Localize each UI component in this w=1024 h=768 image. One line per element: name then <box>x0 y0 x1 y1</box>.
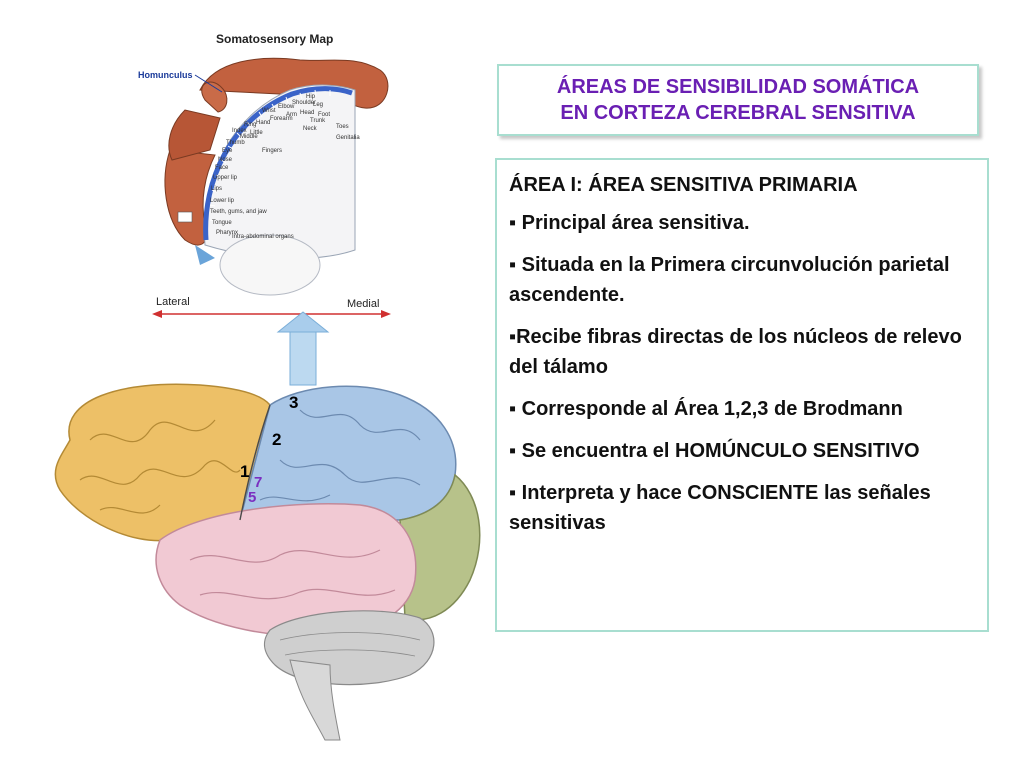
brodmann-number-3: 3 <box>289 393 299 412</box>
body-part-label: Head <box>300 110 315 116</box>
body-part-label: Leg <box>313 102 324 108</box>
body-part-label: Intra-abdominal organs <box>232 234 294 240</box>
body-part-label: Tongue <box>212 220 232 226</box>
brodmann-number-2: 2 <box>272 430 282 449</box>
body-part-label: Genitalia <box>336 135 360 141</box>
up-arrow <box>276 311 330 386</box>
brodmann-number-7: 7 <box>254 474 263 491</box>
body-part-label: Elbow <box>278 104 295 110</box>
body-part-label: Middle <box>240 134 258 140</box>
bullet-item: ▪Recibe fibras directas de los núcleos d… <box>509 326 962 378</box>
brodmann-number-5: 5 <box>248 489 257 506</box>
bullet-item: ▪ Interpreta y hace CONSCIENTE las señal… <box>509 482 931 534</box>
body-part-label: Forearm <box>270 116 293 122</box>
homunculus-label: Homunculus <box>138 70 193 80</box>
brain-drawing <box>54 57 481 741</box>
content-box: ÁREA I: ÁREA SENSITIVA PRIMARIA ▪ Princi… <box>495 158 989 632</box>
bullet-item: ▪ Corresponde al Área 1,2,3 de Brodmann <box>509 398 903 420</box>
body-part-label: Arm <box>286 112 297 118</box>
body-part-label: Foot <box>318 112 331 118</box>
title-line-2: EN CORTEZA CEREBRAL SENSITIVA <box>560 102 916 124</box>
body-part-label: Hip <box>306 94 316 100</box>
body-part-label: Fingers <box>262 148 283 154</box>
brain-lobes <box>54 383 481 741</box>
body-part-label: Pharynx <box>216 230 239 236</box>
bullet-item: ▪ Principal área sensitiva. <box>509 212 750 234</box>
slide-title: ÁREAS DE SENSIBILIDAD SOMÁTICA EN CORTEZ… <box>557 74 919 126</box>
body-part-label: Lower lip <box>210 198 235 204</box>
body-part-label: Wrist <box>262 108 276 114</box>
somatosensory-map-figure <box>152 57 391 318</box>
body-part-label: Shoulder <box>292 100 317 106</box>
medial-label: Medial <box>347 298 380 310</box>
brodmann-number-1: 1 <box>240 462 250 481</box>
map-title: Somatosensory Map <box>216 32 334 46</box>
body-part-label: Face <box>215 165 229 171</box>
body-part-label: Hand <box>256 120 271 126</box>
body-part-label: Teeth, gums, and jaw <box>210 209 267 215</box>
body-part-label: Trunk <box>310 118 326 124</box>
title-line-1: ÁREAS DE SENSIBILIDAD SOMÁTICA <box>556 76 920 98</box>
body-part-label: Lips <box>211 186 223 192</box>
content-heading: ÁREA I: ÁREA SENSITIVA PRIMARIA <box>509 174 858 196</box>
body-part-label: Nose <box>218 157 233 163</box>
body-part-label: Upper lip <box>213 175 238 181</box>
body-part-label: Thumb <box>226 140 245 146</box>
bullet-item: ▪ Se encuentra el HOMÚNCULO SENSITIVO <box>509 440 920 462</box>
lateral-label: Lateral <box>156 296 190 308</box>
title-box: ÁREAS DE SENSIBILIDAD SOMÁTICA EN CORTEZ… <box>497 64 979 136</box>
body-part-label: Ring <box>244 122 257 128</box>
body-part-label: Neck <box>303 126 317 132</box>
body-part-label: Index <box>232 128 247 134</box>
bullet-item: ▪ Situada en la Primera circunvolución p… <box>509 254 950 306</box>
body-part-label: Toes <box>336 124 349 130</box>
body-part-label: Eye <box>222 148 233 154</box>
body-part-label: Little <box>250 130 263 136</box>
brain-illustration: Somatosensory Map Homunculus Lateral Med… <box>0 0 490 768</box>
